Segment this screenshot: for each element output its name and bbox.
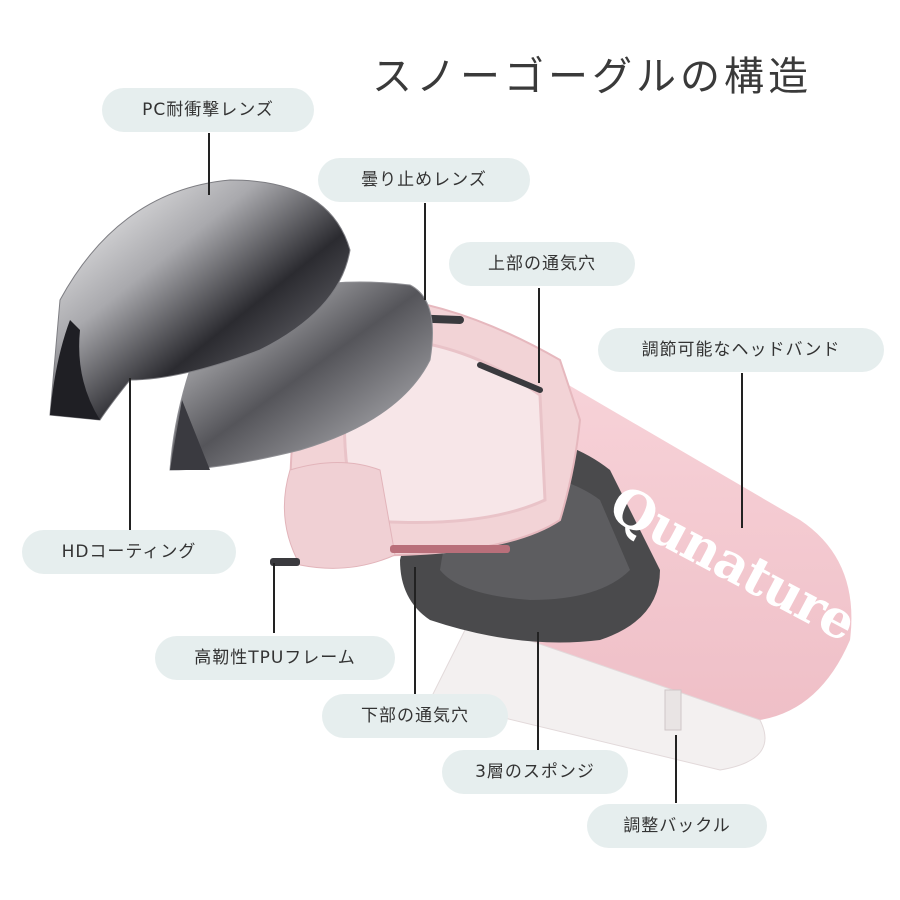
label-hd-coating: HDコーティング (22, 530, 236, 574)
buckle (664, 689, 682, 731)
headband-back (429, 619, 766, 771)
label-pc-lens: PC耐衝撃レンズ (102, 88, 314, 132)
label-sponge: 3層のスポンジ (442, 750, 628, 794)
pc-lens-pointer (208, 133, 210, 195)
page-title: スノーゴーグルの構造 (372, 54, 812, 100)
hd-coating-pointer (129, 378, 131, 530)
tpu-frame-pointer (273, 563, 275, 633)
label-tpu-frame: 高靭性TPUフレーム (155, 636, 395, 680)
buckle-pointer (675, 735, 677, 803)
label-top-vent: 上部の通気穴 (449, 242, 635, 286)
sponge-pointer (537, 632, 539, 752)
antifog-lens-pointer (424, 203, 426, 300)
label-antifog-lens: 曇り止めレンズ (318, 158, 530, 202)
bottom-vent-pointer (414, 567, 416, 694)
label-bottom-vent: 下部の通気穴 (322, 694, 508, 738)
label-headband: 調節可能なヘッドバンド (598, 328, 884, 372)
label-buckle: 調整バックル (587, 804, 767, 848)
headband-pointer (741, 373, 743, 528)
top-vent-pointer (538, 288, 540, 383)
